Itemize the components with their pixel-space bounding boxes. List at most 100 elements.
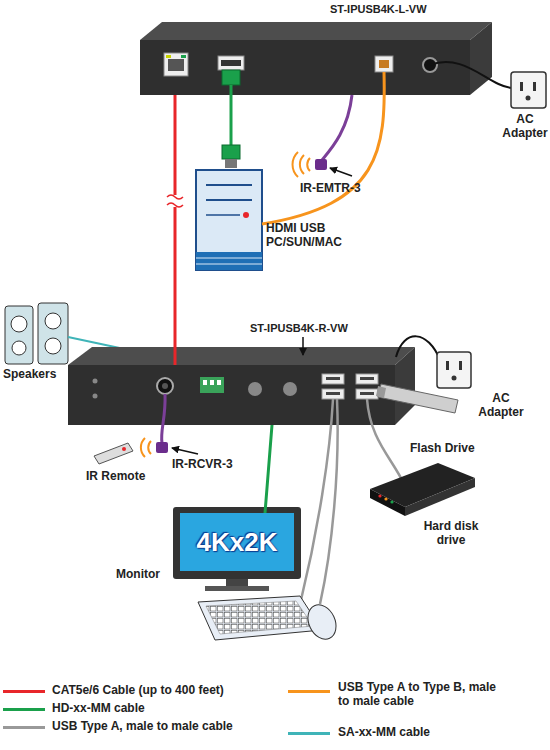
keyboard <box>198 596 322 640</box>
ac-outlet <box>533 82 536 91</box>
usb-b-port <box>375 56 393 72</box>
hard-disk-drive <box>405 478 475 516</box>
pc-tower <box>196 252 262 270</box>
mouse <box>303 600 342 644</box>
ac-outlet <box>511 72 546 108</box>
ir-emitter <box>300 155 304 174</box>
front-panel-details <box>162 383 168 389</box>
usb-cables <box>367 399 404 484</box>
front-panel-details <box>93 379 98 384</box>
hdmi-port <box>218 56 244 70</box>
pc-tower <box>206 214 240 216</box>
leader-arrow <box>330 168 352 176</box>
ir-remote <box>94 443 133 464</box>
hdmi-cable <box>225 159 237 168</box>
cable-break-mark <box>167 195 183 207</box>
hard-disk-drive <box>370 463 475 516</box>
pc-tower <box>206 199 252 201</box>
speakers <box>5 306 33 364</box>
cable-break-mark <box>167 203 183 207</box>
local-unit-housing <box>140 22 492 40</box>
monitor <box>205 586 269 591</box>
remote-unit-housing <box>68 365 395 425</box>
hard-disk-drive <box>384 497 387 500</box>
front-panel-details <box>93 377 298 399</box>
outlet-label: AC Adapter <box>500 113 550 141</box>
power-cord <box>396 336 440 360</box>
hdmi-cable <box>222 70 240 168</box>
legend-text: USB Type A to Type B, male to male cable <box>338 680 503 709</box>
device-label: Hard disk drive <box>418 520 484 548</box>
device-label: IR Remote <box>86 470 145 484</box>
ir-receiver <box>141 438 145 457</box>
front-panel-details <box>203 380 207 385</box>
ac-outlet <box>520 82 523 91</box>
front-panel-details <box>157 378 173 394</box>
usb-a-ports <box>326 392 340 395</box>
speakers <box>45 338 61 354</box>
keyboard <box>206 601 313 634</box>
ac-outlet <box>437 352 471 388</box>
ir-receiver <box>162 394 166 443</box>
pc-tower <box>196 258 262 259</box>
remote-unit-housing <box>395 347 415 425</box>
hdmi-cable <box>222 145 240 159</box>
flash-drive <box>376 386 386 398</box>
device-label: Speakers <box>3 368 56 382</box>
pc-tower <box>196 170 262 270</box>
flash-drive <box>376 384 458 413</box>
leader-arrow <box>302 337 304 355</box>
flash-drive <box>378 384 458 413</box>
monitor <box>173 507 301 591</box>
local-unit-housing <box>140 40 470 95</box>
monitor-screen: 4Kx2K <box>180 513 294 571</box>
monitor <box>226 579 248 587</box>
legend-text: SA-xx-MM cable <box>338 725 430 739</box>
rj45-port <box>181 55 186 58</box>
usb-b-port <box>375 56 393 72</box>
hard-disk-drive <box>378 494 381 497</box>
hdmi-port <box>221 60 241 66</box>
monitor <box>173 507 301 579</box>
legend-line-sample <box>3 690 45 693</box>
pc-tower <box>196 264 262 265</box>
usb-a-ports <box>360 392 374 395</box>
ir-remote <box>122 447 126 451</box>
screen-text: 4Kx2K <box>197 527 278 558</box>
cable-break-mark <box>167 195 183 199</box>
power-cord <box>430 62 512 88</box>
usb-b-port <box>379 60 389 68</box>
speakers <box>11 316 27 332</box>
cat-cable <box>174 95 177 365</box>
ir-emitter <box>293 95 352 177</box>
ir-emitter <box>307 158 310 171</box>
front-panel-details <box>93 394 98 399</box>
ac-outlet <box>452 376 457 381</box>
local-unit-housing <box>470 22 492 95</box>
outlet-label: AC Adapter <box>473 392 529 420</box>
hdmi-cable <box>265 425 272 513</box>
local-unit: ST-IPUSB4K-L-VW <box>140 40 470 95</box>
ir-receiver <box>156 442 168 453</box>
usb-a-ports <box>322 389 344 399</box>
device-label: Monitor <box>116 568 160 582</box>
ir-emitter <box>322 95 352 160</box>
mouse <box>303 600 342 644</box>
rj45-port <box>164 53 188 76</box>
leader-arrow <box>172 448 198 454</box>
front-panel-details <box>210 380 214 385</box>
ac-outlet <box>526 96 531 101</box>
usb-a-ports <box>356 374 378 384</box>
legend-text: USB Type A, male to male cable <box>52 719 277 733</box>
usb-cables <box>301 399 404 604</box>
ac-outlet <box>437 352 471 388</box>
hdmi-port <box>218 56 244 70</box>
part-label: IR-EMTR-3 <box>300 182 361 196</box>
front-panel-details <box>217 380 221 385</box>
hard-disk-drive <box>390 500 393 503</box>
pc-tower <box>243 212 249 218</box>
device-label: HDMI USB PC/SUN/MAC <box>266 222 356 250</box>
legend-text: CAT5e/6 Cable (up to 400 feet) <box>52 683 224 697</box>
